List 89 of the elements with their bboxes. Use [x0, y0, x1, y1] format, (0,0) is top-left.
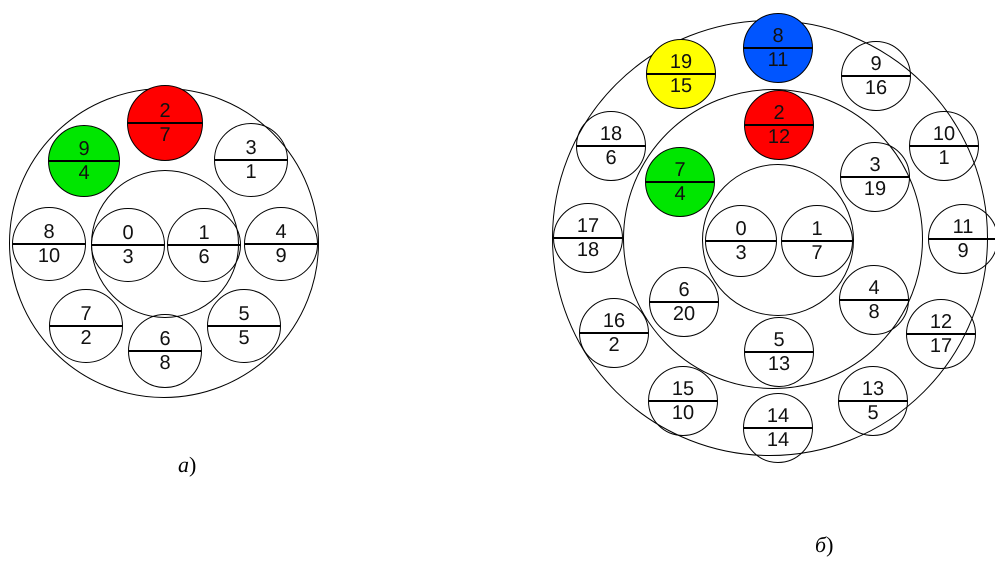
number-label: 2 [159, 101, 171, 121]
number-label: 13 [768, 354, 790, 374]
number-label: 4 [868, 278, 880, 298]
conductor-circle [48, 125, 120, 197]
number-label: 2 [608, 335, 620, 355]
conductor-circle [49, 289, 123, 363]
conductor-circle [244, 207, 318, 281]
number-label: 3 [869, 155, 881, 175]
conductor-circle [928, 204, 995, 274]
conductor-circle [645, 147, 715, 217]
number-label: 6 [678, 280, 690, 300]
panel-label: а) [178, 453, 196, 477]
number-label: 15 [672, 379, 694, 399]
number-label: 8 [159, 353, 171, 373]
conductor-circle [648, 366, 718, 436]
conductor-circle [839, 265, 909, 335]
number-label: 11 [952, 217, 974, 237]
conductor-circle [576, 111, 646, 181]
number-label: 10 [672, 403, 694, 423]
number-label: 9 [957, 241, 969, 261]
number-label: 6 [159, 329, 171, 349]
number-label: 14 [766, 406, 790, 426]
number-label: 4 [78, 163, 90, 183]
number-label: 3 [245, 138, 257, 158]
number-label: 2 [80, 328, 92, 348]
conductor-circle [840, 142, 910, 212]
conductor-circle [91, 208, 165, 282]
conductor-circle [744, 317, 814, 387]
number-label: 13 [862, 379, 884, 399]
number-label: 8 [772, 26, 784, 46]
number-label: 5 [867, 403, 879, 423]
number-label: 16 [864, 78, 888, 98]
conductor-circle [214, 123, 288, 197]
number-label: 5 [238, 328, 250, 348]
conductor-circle [579, 298, 649, 368]
number-label: 6 [605, 148, 617, 168]
conductor-circle [553, 203, 623, 273]
number-label: 12 [768, 127, 790, 147]
number-label: 10 [38, 246, 60, 266]
number-label: 4 [275, 222, 287, 242]
panel-label: б) [815, 533, 834, 557]
number-label: 15 [670, 76, 692, 96]
number-label: 1 [245, 162, 257, 182]
ring-circle [9, 88, 319, 398]
number-label: 18 [576, 240, 600, 260]
number-label: 1 [938, 148, 950, 168]
conductor-circle [649, 267, 719, 337]
number-label: 2 [773, 103, 785, 123]
conductor-circle [841, 41, 911, 111]
number-label: 17 [576, 216, 600, 236]
number-label: 7 [811, 243, 823, 263]
number-label: 14 [766, 430, 790, 450]
number-label: 17 [930, 336, 952, 356]
number-label: 10 [932, 124, 956, 144]
conductor-circle [909, 111, 979, 181]
conductor-circle [743, 393, 813, 463]
number-label: 0 [735, 219, 747, 239]
conductor-circle [705, 205, 777, 277]
conductor-circle [207, 289, 281, 363]
conductor-circle [838, 366, 908, 436]
number-label: 3 [122, 247, 134, 267]
number-label: 7 [674, 160, 686, 180]
number-label: 18 [600, 124, 622, 144]
number-label: 9 [870, 54, 882, 74]
number-label: 20 [672, 304, 696, 324]
number-label: 19 [670, 52, 692, 72]
conductor-circle [12, 207, 86, 281]
number-label: 7 [80, 304, 92, 324]
conductor-circle [128, 314, 202, 388]
number-label: 7 [159, 125, 171, 145]
number-label: 19 [864, 179, 886, 199]
number-label: 5 [238, 304, 250, 324]
number-label: 9 [78, 139, 90, 159]
number-label: 6 [198, 247, 210, 267]
number-label: 8 [43, 222, 55, 242]
number-label: 16 [602, 311, 626, 331]
conductor-circle [781, 205, 853, 277]
number-label: 1 [198, 223, 210, 243]
number-label: 1 [811, 219, 823, 239]
conductor-circle [167, 208, 241, 282]
number-label: 5 [773, 330, 785, 350]
conductor-circle [906, 299, 976, 369]
number-label: 4 [674, 184, 686, 204]
number-label: 0 [122, 223, 134, 243]
number-label: 3 [735, 243, 747, 263]
number-label: 12 [930, 312, 952, 332]
number-label: 8 [868, 302, 880, 322]
number-label: 9 [275, 246, 287, 266]
number-label: 11 [768, 50, 788, 70]
